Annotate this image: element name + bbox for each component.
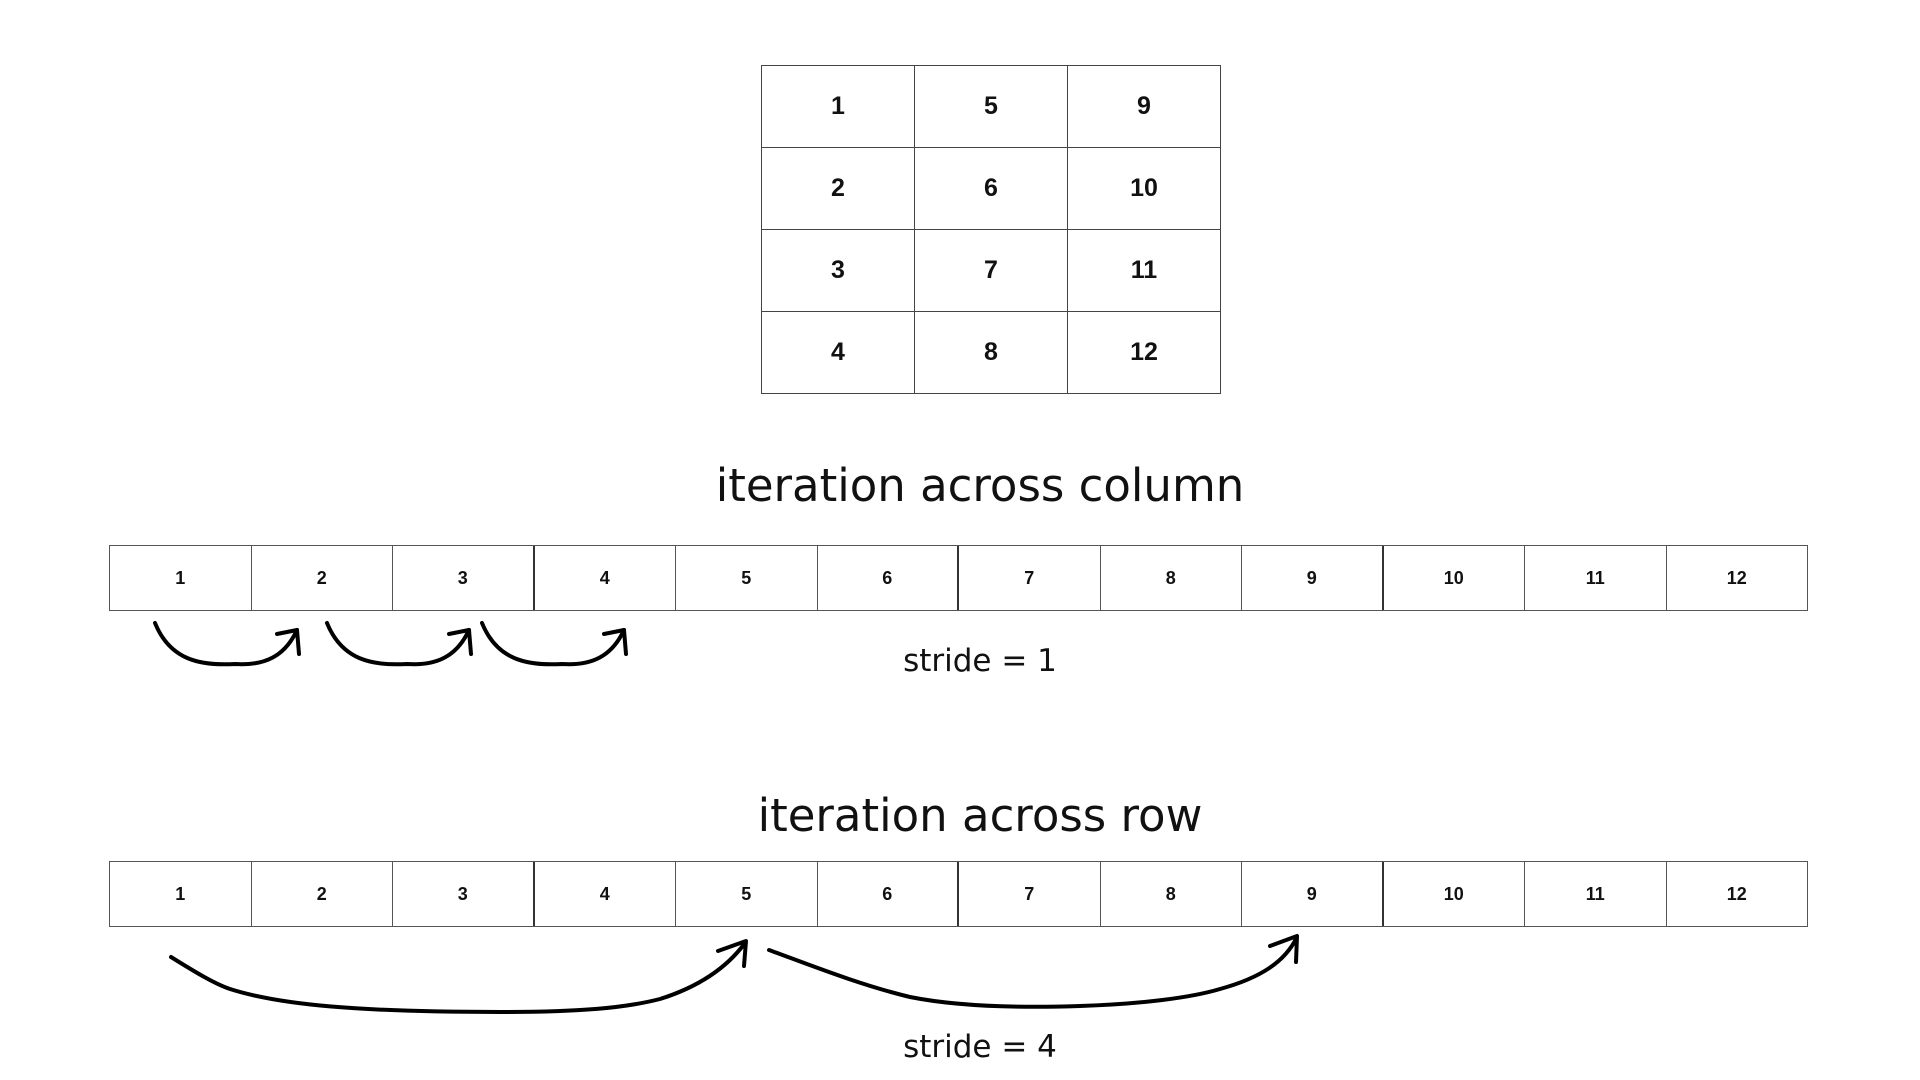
matrix-row: 3 7 11: [761, 229, 1221, 312]
matrix-cell: 7: [914, 229, 1068, 312]
curved-arrow-icon: [767, 935, 1299, 1009]
arrow-head-icon: [1268, 934, 1299, 964]
strip-cell: 12: [1667, 546, 1808, 610]
strip-cell: 4: [535, 862, 676, 926]
matrix-cell: 12: [1067, 311, 1221, 394]
strip-cell: 6: [818, 862, 959, 926]
strip-cell: 10: [1384, 862, 1525, 926]
matrix-row: 2 6 10: [761, 147, 1221, 230]
column-iteration-strip: 1 2 3 4 5 6 7 8 9 10 11 12: [109, 545, 1808, 611]
strip-cell: 9: [1242, 862, 1384, 926]
strip-cell: 2: [252, 862, 393, 926]
strip-cell: 7: [959, 862, 1101, 926]
strip-cell: 3: [393, 546, 535, 610]
matrix-cell: 6: [914, 147, 1068, 230]
strip-cell: 8: [1101, 546, 1242, 610]
matrix-cell: 2: [761, 147, 915, 230]
matrix-cell: 11: [1067, 229, 1221, 312]
curved-arrow-icon: [169, 941, 747, 1014]
row-stride-label: stride = 4: [903, 1029, 1057, 1065]
matrix-cell: 10: [1067, 147, 1221, 230]
strip-cell: 5: [676, 546, 818, 610]
strip-cell: 11: [1525, 546, 1667, 610]
column-iteration-title: iteration across column: [715, 459, 1245, 512]
matrix-cell: 5: [914, 65, 1068, 148]
row-iteration-title: iteration across row: [757, 789, 1203, 842]
arrow-head-icon: [716, 939, 748, 968]
matrix-cell: 3: [761, 229, 915, 312]
strip-cell: 8: [1101, 862, 1242, 926]
strip-cell: 12: [1667, 862, 1808, 926]
strip-cell: 7: [959, 546, 1101, 610]
row-iteration-strip: 1 2 3 4 5 6 7 8 9 10 11 12: [109, 861, 1808, 927]
matrix-cell: 1: [761, 65, 915, 148]
strip-cell: 10: [1384, 546, 1525, 610]
matrix-cell: 9: [1067, 65, 1221, 148]
matrix-grid: 1 5 9 2 6 10 3 7 11 4 8 12: [761, 65, 1221, 394]
strip-cell: 6: [818, 546, 959, 610]
strip-cell: 9: [1242, 546, 1384, 610]
strip-cell: 4: [535, 546, 676, 610]
strip-cell: 5: [676, 862, 818, 926]
strip-cell: 11: [1525, 862, 1667, 926]
column-stride-label: stride = 1: [903, 643, 1057, 679]
strip-cell: 1: [110, 546, 252, 610]
strip-cell: 2: [252, 546, 393, 610]
strip-cell: 3: [393, 862, 535, 926]
matrix-row: 1 5 9: [761, 65, 1221, 148]
matrix-cell: 4: [761, 311, 915, 394]
matrix-row: 4 8 12: [761, 311, 1221, 394]
strip-cell: 1: [110, 862, 252, 926]
matrix-cell: 8: [914, 311, 1068, 394]
